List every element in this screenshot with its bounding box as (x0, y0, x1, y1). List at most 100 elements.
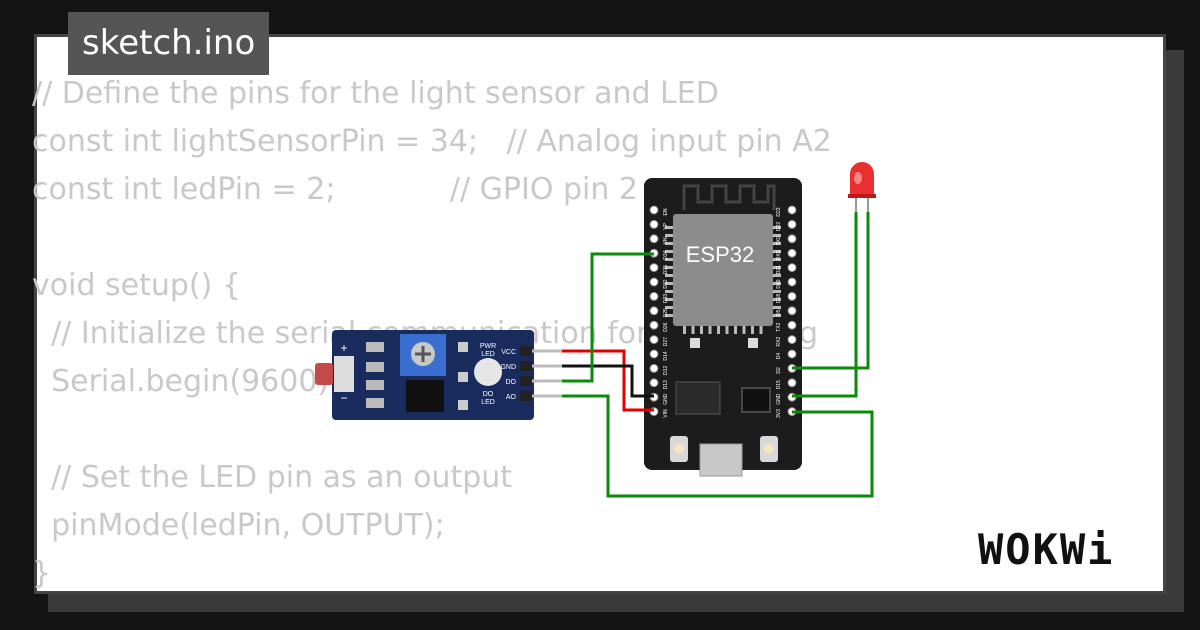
en-button-cap (674, 444, 684, 454)
esp32-pin-label: D13 (663, 380, 669, 389)
esp32-pin-hole[interactable] (649, 378, 659, 388)
esp32-pin-hole[interactable] (649, 349, 659, 359)
module-pad (773, 250, 781, 253)
photo-led (474, 358, 502, 386)
ldr-holder (334, 356, 354, 392)
wire-led-cathode[interactable] (792, 212, 858, 398)
esp32-pin-label: D33 (663, 294, 669, 303)
esp32-left-header: ENVPVND34D35D32D33D25D26D27D14D12D13GNDV… (649, 205, 669, 418)
esp32-pin-hole[interactable] (787, 263, 797, 273)
esp32-pin-hole[interactable] (787, 335, 797, 345)
code-text: // Set the LED pin as an output (32, 460, 513, 495)
esp32-board[interactable]: ESP32 ENVPVND34D35D32D33D25D26D27D14D12D… (644, 178, 802, 477)
module-pad (665, 290, 673, 293)
smd-component (748, 338, 758, 348)
code-line: } (32, 550, 832, 598)
module-pad (691, 326, 695, 334)
esp32-pin-label: D18 (776, 294, 782, 303)
filename-tab[interactable]: sketch.ino (68, 12, 270, 75)
sensor-pin-housing (520, 346, 532, 356)
esp32-pin-label: GND (663, 393, 669, 405)
module-pad (717, 326, 720, 334)
module-pad (773, 298, 781, 301)
module-pad (665, 306, 673, 309)
wokwi-logo: WOKWi (978, 525, 1115, 574)
esp32-pin-hole[interactable] (787, 234, 797, 244)
module-pad (759, 326, 763, 334)
esp32-pin-hole[interactable] (649, 263, 659, 273)
wire-gnd[interactable] (562, 364, 654, 398)
wire-led-anode[interactable] (792, 212, 870, 370)
module-pad (683, 326, 686, 334)
esp32-pin-label: D2 (776, 367, 782, 374)
code-text: void setup() { (32, 268, 241, 303)
code-line: Serial.begin(9600); (32, 358, 832, 406)
code-text: } (32, 556, 52, 591)
code-text: const int ledPin = 2; (32, 172, 450, 207)
esp32-pin-hole[interactable] (787, 205, 797, 215)
sensor-pin-housing (520, 376, 532, 386)
esp32-pin-hole[interactable] (649, 234, 659, 244)
esp32-pin-hole[interactable] (649, 277, 659, 287)
usb-uart-chip (741, 387, 771, 413)
esp32-pin-label: D23 (776, 207, 782, 216)
esp32-pin-label: D4 (776, 353, 782, 360)
module-pad (773, 314, 781, 317)
code-line: void setup() { (32, 262, 832, 310)
module-pad (773, 306, 781, 309)
boot-button-cap (764, 444, 774, 454)
module-pad (708, 326, 712, 334)
wire-ao[interactable] (562, 394, 874, 498)
module-pad (665, 226, 673, 229)
esp32-pin-hole[interactable] (787, 219, 797, 229)
comparator-chip (406, 380, 444, 412)
sensor-pin-label: DO (506, 379, 517, 386)
esp32-pin-hole[interactable] (787, 349, 797, 359)
esp32-pin-hole[interactable] (649, 219, 659, 229)
code-line: // Define the pins for the light sensor … (32, 70, 832, 118)
esp32-pin-hole[interactable] (787, 248, 797, 258)
esp32-pin-hole[interactable] (649, 320, 659, 330)
esp32-pin-label: D15 (776, 380, 782, 389)
esp32-pin-hole[interactable] (787, 306, 797, 316)
code-text: // Define the pins for the light sensor … (32, 76, 719, 111)
module-pad (773, 274, 781, 277)
esp32-pin-hole[interactable] (649, 363, 659, 373)
photoresistor (315, 363, 333, 385)
esp32-pin-label: VP (663, 222, 669, 229)
esp32-pin-hole[interactable] (787, 378, 797, 388)
module-pad (665, 234, 673, 237)
esp32-pin-hole[interactable] (649, 291, 659, 301)
esp32-pin-label: D19 (776, 279, 782, 288)
esp32-pin-hole[interactable] (649, 335, 659, 345)
esp32-label: ESP32 (686, 242, 755, 267)
module-pad (665, 250, 673, 253)
esp32-pin-label: TX2 (776, 322, 782, 331)
code-line: const int ledPin = 2; // GPIO pin 2 (32, 166, 832, 214)
module-pad (742, 326, 746, 334)
module-pad (734, 326, 737, 334)
wire-do[interactable] (562, 252, 654, 383)
code-line: // Set the LED pin as an output (32, 454, 832, 502)
esp32-pin-hole[interactable] (649, 205, 659, 215)
esp32-pin-label: D27 (663, 337, 669, 346)
module-pad (665, 242, 673, 245)
esp32-pin-label: RX0 (776, 250, 782, 260)
esp32-pin-hole[interactable] (787, 291, 797, 301)
minus-label: − (340, 391, 347, 405)
esp32-pin-label: EN (663, 208, 669, 215)
esp32-pin-label: D35 (663, 265, 669, 274)
preview-card (34, 34, 1166, 594)
esp32-pin-hole[interactable] (787, 277, 797, 287)
red-led[interactable] (848, 162, 876, 212)
led-body (850, 162, 874, 198)
voltage-regulator (675, 381, 721, 415)
esp32-pin-label: D21 (776, 265, 782, 274)
esp32-pin-hole[interactable] (787, 320, 797, 330)
esp32-module-shield (673, 214, 773, 326)
wires (562, 212, 874, 498)
esp32-pin-hole[interactable] (649, 306, 659, 316)
